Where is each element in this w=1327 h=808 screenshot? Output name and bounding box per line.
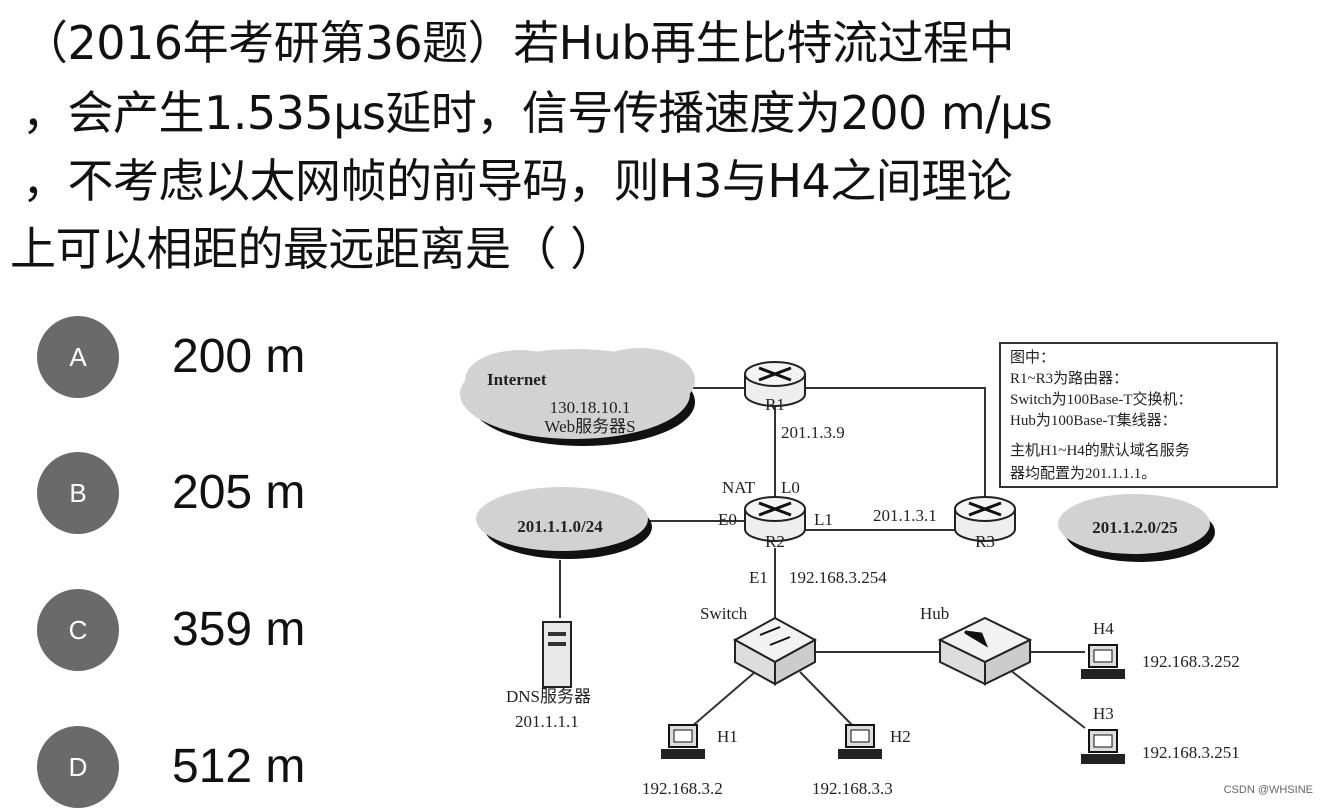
option-b-badge[interactable]: B (37, 452, 119, 534)
internet-cloud (460, 348, 695, 446)
option-c-badge[interactable]: C (37, 589, 119, 671)
h2-label: H2 (890, 727, 911, 746)
host-h4-icon (1080, 644, 1126, 680)
option-d-text[interactable]: 512 m (172, 740, 306, 793)
h3-label: H3 (1093, 704, 1114, 723)
option-d-badge[interactable]: D (37, 726, 119, 808)
dns-label: DNS服务器 (506, 687, 591, 706)
host-h1-icon (660, 724, 706, 760)
legend-line: Switch为100Base-T交换机： (1010, 390, 1192, 408)
lan-cloud-201-1-2 (1058, 494, 1215, 562)
lan-cloud-201-1-1 (476, 487, 652, 559)
host-h3-icon (1080, 729, 1126, 765)
question-line-1: （2016年考研第36题）若Hub再生比特流过程中 (22, 16, 1015, 70)
h2-ip: 192.168.3.3 (812, 779, 893, 798)
r3-label: R3 (975, 532, 995, 551)
e0-label: E0 (718, 510, 737, 529)
legend-line: 器均配置为201.1.1.1。 (1010, 465, 1156, 482)
r1-ip: 201.1.3.9 (781, 423, 845, 442)
r3-ip: 201.1.3.1 (873, 506, 937, 525)
web-server-label: Web服务器S (544, 417, 635, 436)
option-b-text[interactable]: 205 m (172, 466, 306, 519)
legend-line: Hub为100Base-T集线器： (1010, 412, 1177, 429)
net2-label: 201.1.2.0/25 (1092, 518, 1177, 537)
question-line-3: ，不考虑以太网帧的前导码，则H3与H4之间理论 (22, 154, 1013, 208)
question-line-4: 上可以相距的最远距离是（ ） (10, 222, 616, 276)
option-c-text[interactable]: 359 m (172, 603, 306, 656)
switch-icon (732, 616, 818, 686)
r2-label: R2 (765, 532, 785, 551)
l1-label: L1 (814, 510, 833, 529)
legend-line: 主机H1~H4的默认域名服务 (1010, 442, 1190, 459)
net1-label: 201.1.1.0/24 (517, 517, 603, 536)
legend-line: 图中： (1010, 349, 1055, 366)
h3-ip: 192.168.3.251 (1142, 743, 1240, 762)
h1-label: H1 (717, 727, 738, 746)
option-a-badge[interactable]: A (37, 316, 119, 398)
question-line-2: ，会产生1.535μs延时，信号传播速度为200 m/μs (22, 86, 1053, 140)
e1-label: E1 (749, 568, 768, 587)
host-h2-icon (837, 724, 883, 760)
nat-label: NAT (722, 478, 756, 497)
h1-ip: 192.168.3.2 (642, 779, 723, 798)
links (559, 387, 1086, 729)
hub-icon (937, 616, 1033, 686)
switch-label: Switch (700, 604, 748, 623)
e1-ip: 192.168.3.254 (789, 568, 887, 587)
r1-label: R1 (765, 395, 785, 414)
hub-label: Hub (920, 604, 949, 623)
l0-label: L0 (781, 478, 800, 497)
legend-line: R1~R3为路由器： (1010, 370, 1128, 387)
h4-ip: 192.168.3.252 (1142, 652, 1240, 671)
internet-label: Internet (487, 370, 547, 389)
watermark: CSDN @WHSINE (1223, 784, 1313, 796)
web-server-ip: 130.18.10.1 (550, 398, 631, 417)
dns-ip: 201.1.1.1 (515, 712, 579, 731)
option-a-text[interactable]: 200 m (172, 330, 306, 383)
h4-label: H4 (1093, 619, 1114, 638)
dns-server-icon (542, 621, 572, 688)
legend-box (999, 342, 1278, 488)
